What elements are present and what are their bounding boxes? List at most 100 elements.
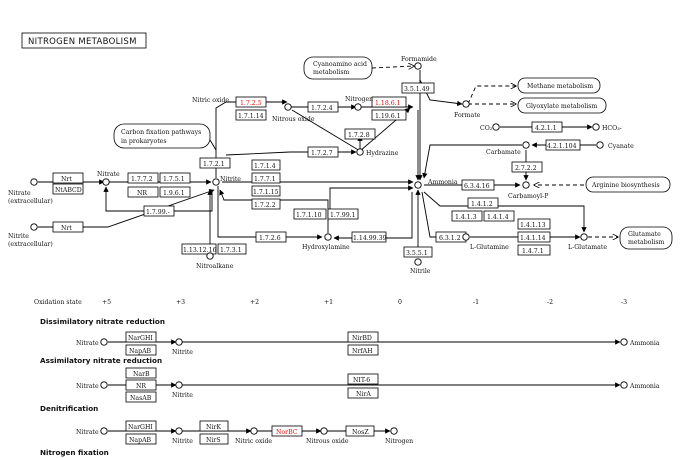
enzyme-nrt-2[interactable]: Nrt (52, 221, 84, 233)
node-cyanate[interactable] (596, 141, 604, 149)
node-hco3[interactable] (592, 123, 600, 131)
map-arginine[interactable]: Arginine biosynthesis (585, 176, 671, 193)
enzyme-nit-6[interactable]: NIT-6 (347, 373, 379, 385)
enzyme-1-4-1-2[interactable]: 1.4.1.2 (467, 197, 499, 209)
enzyme-ntabcd[interactable]: NtABCD (52, 183, 84, 195)
enzyme-1-7-1-4[interactable]: 1.7.1.4 (251, 159, 281, 171)
node-nitrate[interactable] (100, 338, 108, 346)
enzyme-1-7-99[interactable]: 1.7.99.- (143, 205, 175, 217)
enzyme-1-7-1-15[interactable]: 1.7.1.15 (251, 185, 281, 197)
enzyme-nirs[interactable]: NirS (199, 433, 229, 445)
node-formate[interactable] (462, 100, 470, 108)
enzyme-1-7-2-4[interactable]: 1.7.2.4 (307, 101, 339, 113)
map-carbon-fix-label-1: Carbon fixation pathways (121, 129, 201, 136)
oxidation-state-row: Oxidation state +5 +3 +2 +1 0 -1 -2 -3 (34, 299, 627, 306)
enzyme-1-7-2-2[interactable]: 1.7.2.2 (251, 198, 281, 210)
enzyme-narb[interactable]: NarB (125, 367, 157, 379)
node-l-glutamine[interactable] (462, 233, 470, 241)
enzyme-napab[interactable]: NapAB (125, 344, 157, 356)
enzyme-1-7-1-10[interactable]: 1.7.1.10 (293, 208, 327, 220)
node-nitrate[interactable] (100, 427, 108, 435)
enzyme-1-9-6-1[interactable]: 1.9.6.1 (159, 186, 191, 198)
enzyme-1-7-3-1[interactable]: 1.7.3.1 (217, 243, 247, 255)
node-nitric-oxide[interactable] (284, 103, 292, 111)
enzyme-1-7-2-5[interactable]: 1.7.2.5 (235, 96, 267, 108)
node-nitrous-oxide[interactable] (354, 103, 362, 111)
enzyme-1-13-12-16[interactable]: 1.13.12.16 (181, 243, 217, 255)
enzyme-nirbd[interactable]: NirBD (347, 331, 379, 343)
enzyme-nargh[interactable]: NarGHI (125, 331, 157, 343)
enzyme-1-14-99-39[interactable]: 1.14.99.39 (351, 231, 387, 243)
node-hydroxylamine[interactable] (324, 233, 332, 241)
node-nitrite[interactable] (175, 427, 183, 435)
node-nitrile[interactable] (414, 258, 422, 266)
node-ammonia[interactable] (414, 181, 422, 189)
enzyme-1-18-6-1[interactable]: 1.18.6.1 (371, 96, 407, 108)
node-nitrite[interactable] (175, 381, 183, 389)
enzyme-nrfah[interactable]: NrfAH (347, 344, 379, 356)
enzyme-1-4-1-4[interactable]: 1.4.1.4 (483, 210, 515, 222)
enzyme-3-5-5-1[interactable]: 3.5.5.1 (403, 246, 433, 258)
enzyme-3-5-1-49[interactable]: 3.5.1.49 (401, 82, 435, 94)
enzyme-1-4-1-14[interactable]: 1.4.1.14 (517, 231, 551, 243)
node-nitrite-ext[interactable] (30, 223, 38, 231)
map-methane-label: Methane metabolism (527, 83, 593, 90)
node-l-glutamate[interactable] (580, 233, 588, 241)
enzyme-1-7-2-7[interactable]: 1.7.2.7 (307, 146, 339, 158)
enzyme-1-4-1-13[interactable]: 1.4.1.13 (517, 218, 551, 230)
enzyme-1-4-1-3[interactable]: 1.4.1.3 (451, 210, 483, 222)
node-nitrate-ext[interactable] (30, 178, 38, 186)
enzyme-1-7-5-1[interactable]: 1.7.5.1 (159, 172, 191, 184)
node-nitrite[interactable] (175, 338, 183, 346)
enzyme-4-2-1-104[interactable]: 4.2.1.104 (545, 139, 581, 151)
svg-text:3.5.1.49: 3.5.1.49 (404, 86, 430, 93)
enzyme-nrt-1[interactable]: Nrt (52, 172, 84, 184)
enzyme-nr[interactable]: NR (127, 186, 159, 198)
map-glyoxylate[interactable]: Glyoxylate metabolism (517, 97, 607, 114)
node-carbamoyl-p[interactable] (522, 181, 530, 189)
enzyme-norbc[interactable]: NorBC (271, 425, 303, 437)
enzyme-nosz[interactable]: NosZ (345, 425, 375, 437)
node-ammonia[interactable] (620, 381, 628, 389)
node-nitrite[interactable] (212, 178, 220, 186)
enzyme-nargh[interactable]: NarGHI (125, 420, 157, 432)
map-carbon-fixation[interactable]: Carbon fixation pathways in prokaryotes (113, 123, 211, 149)
enzyme-1-7-99-1[interactable]: 1.7.99.1 (327, 208, 359, 220)
node-nitrogen[interactable] (390, 427, 398, 435)
node-nitric-oxide[interactable] (250, 427, 258, 435)
enzyme-1-4-7-1[interactable]: 1.4.7.1 (517, 244, 551, 256)
node-formamide[interactable] (414, 62, 422, 70)
enzyme-nasab[interactable]: NasAB (125, 391, 157, 403)
oxidation-state: +2 (250, 299, 259, 306)
node-carbamate[interactable] (522, 141, 530, 149)
svg-text:1.9.6.1: 1.9.6.1 (163, 190, 185, 197)
enzyme-napab[interactable]: NapAB (125, 433, 157, 445)
enzyme-1-7-7-1[interactable]: 1.7.7.1 (251, 172, 281, 184)
label-nitrite-ext: Nitrite (8, 233, 29, 240)
enzyme-1-7-7-2[interactable]: 1.7.7.2 (127, 172, 159, 184)
enzyme-nira[interactable]: NirA (347, 387, 379, 399)
enzyme-nr[interactable]: NR (125, 379, 157, 391)
map-methane[interactable]: Methane metabolism (517, 77, 601, 94)
node-nitrate[interactable] (100, 381, 108, 389)
map-cyanoamino[interactable]: Cyanoamino acid metabolism (303, 56, 373, 80)
enzyme-1-7-2-1[interactable]: 1.7.2.1 (199, 157, 231, 169)
node-co2[interactable] (492, 123, 500, 131)
enzyme-6-3-1-2[interactable]: 6.3.1.2 (435, 231, 467, 243)
enzyme-4-2-1-1[interactable]: 4.2.1.1 (531, 121, 563, 133)
enzyme-1-19-6-1[interactable]: 1.19.6.1 (371, 109, 407, 121)
node-hydrazine[interactable] (356, 148, 364, 156)
enzyme-1-7-1-14[interactable]: 1.7.1.14 (235, 109, 267, 121)
node-nitroalkane[interactable] (206, 252, 214, 260)
enzyme-1-7-2-8[interactable]: 1.7.2.8 (344, 128, 376, 140)
node-ammonia[interactable] (620, 338, 628, 346)
node-nitrate[interactable] (102, 178, 110, 186)
enzyme-nirk[interactable]: NirK (199, 420, 229, 432)
node-nitrous-oxide[interactable] (320, 427, 328, 435)
enzyme-6-3-4-16[interactable]: 6.3.4.16 (461, 179, 495, 191)
enzyme-1-7-2-6[interactable]: 1.7.2.6 (255, 231, 287, 243)
enzyme-2-7-2-2[interactable]: 2.7.2.2 (511, 161, 543, 173)
edge-carbonfix (209, 139, 217, 151)
module-denitrification: Denitrification Nitrate Nitrite Nitric o… (40, 404, 413, 445)
map-glutamate[interactable]: Glutamate metabolism (619, 226, 673, 250)
